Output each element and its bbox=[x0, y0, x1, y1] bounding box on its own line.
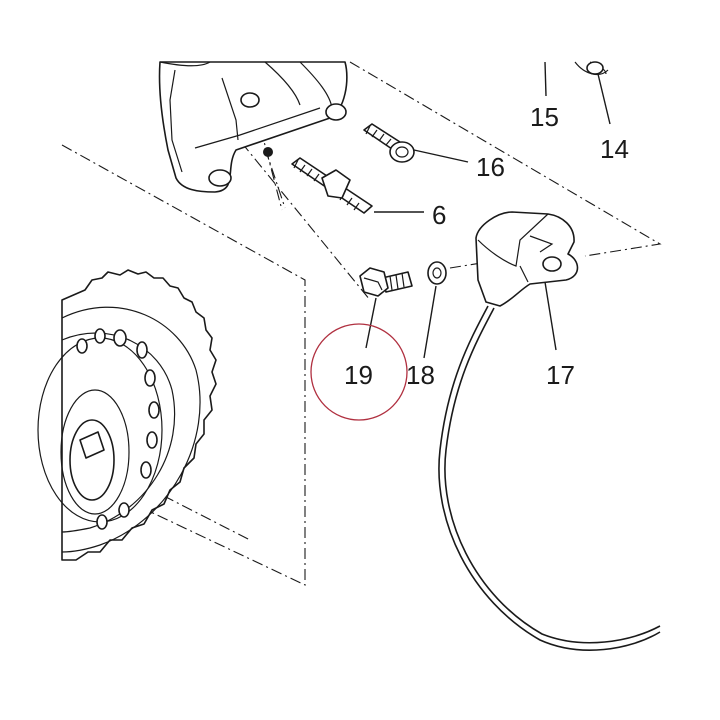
callout-6: 6 bbox=[432, 200, 446, 230]
leader-lines bbox=[365, 61, 611, 359]
leader-17 bbox=[544, 281, 557, 351]
callout-19: 19 bbox=[344, 360, 373, 390]
stud-6 bbox=[263, 147, 373, 214]
pivot-dot bbox=[263, 147, 273, 157]
engine-cover bbox=[158, 61, 348, 193]
bolt-19 bbox=[359, 267, 413, 297]
washer-18 bbox=[427, 261, 447, 285]
leader-19 bbox=[365, 297, 377, 349]
callout-15: 15 bbox=[530, 102, 559, 132]
leader-16 bbox=[413, 149, 469, 163]
leader-18 bbox=[423, 285, 437, 359]
callout-14: 14 bbox=[600, 134, 629, 164]
leader-15 bbox=[544, 61, 547, 97]
tone-wheel bbox=[37, 269, 217, 561]
highlight-circle bbox=[310, 323, 408, 421]
callout-18: 18 bbox=[406, 360, 435, 390]
leader-14 bbox=[597, 73, 611, 125]
callout-17: 17 bbox=[546, 360, 575, 390]
callout-16: 16 bbox=[476, 152, 505, 182]
speed-sensor-17 bbox=[438, 211, 661, 651]
bolt-16 bbox=[363, 123, 415, 163]
callout-numbers: 15 14 16 6 17 18 19 bbox=[344, 102, 629, 390]
upper-bracket bbox=[574, 61, 609, 76]
